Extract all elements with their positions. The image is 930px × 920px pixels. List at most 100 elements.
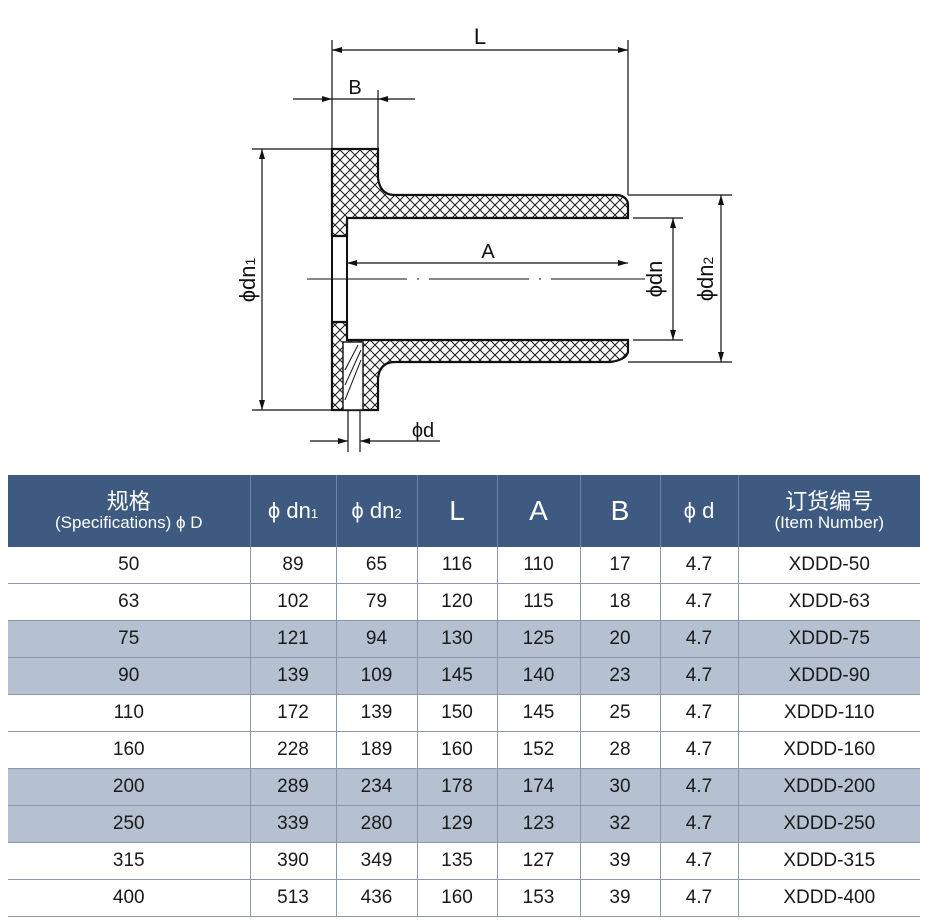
label-dn: ϕdn (642, 261, 667, 298)
cell-L: 120 (417, 583, 498, 621)
cell-dn1: 513 (250, 879, 337, 917)
label-A: A (481, 241, 495, 263)
cell-dn1: 121 (250, 620, 337, 658)
cell-A: 140 (497, 657, 581, 695)
cell-dn1: 339 (250, 805, 337, 843)
cell-L: 150 (417, 694, 498, 732)
cell-spec: 75 (8, 620, 251, 658)
cell-item: XDDD-250 (738, 805, 920, 843)
label-dn2: ϕdn2 (693, 257, 718, 302)
cell-B: 39 (580, 879, 661, 917)
cell-d: 4.7 (660, 731, 739, 769)
cell-spec: 90 (8, 657, 251, 695)
cell-spec: 63 (8, 583, 251, 621)
cell-B: 17 (580, 547, 661, 584)
cell-B: 39 (580, 842, 661, 880)
cell-dn1: 102 (250, 583, 337, 621)
cell-dn2: 280 (336, 805, 418, 843)
cell-A: 174 (497, 768, 581, 806)
cell-dn1: 289 (250, 768, 337, 806)
cell-dn1: 228 (250, 731, 337, 769)
cell-dn2: 234 (336, 768, 418, 806)
cell-item: XDDD-90 (738, 657, 920, 695)
header-dn2: ϕ dn2 (336, 475, 418, 547)
cell-item: XDDD-200 (738, 768, 920, 806)
spec-table: 规格(Specifications) ϕ D ϕ dn1 ϕ dn2 L A B… (8, 475, 920, 917)
cell-A: 145 (497, 694, 581, 732)
cell-L: 145 (417, 657, 498, 695)
cell-L: 135 (417, 842, 498, 880)
cell-item: XDDD-400 (738, 879, 920, 917)
part-section-upper (330, 147, 630, 238)
cell-L: 116 (417, 547, 498, 584)
cell-item: XDDD-160 (738, 731, 920, 769)
cell-dn1: 139 (250, 657, 337, 695)
header-A: A (497, 475, 581, 547)
label-B: B (348, 77, 361, 99)
cell-B: 25 (580, 694, 661, 732)
cell-item: XDDD-50 (738, 547, 920, 584)
cell-spec: 400 (8, 879, 251, 917)
cell-spec: 110 (8, 694, 251, 732)
label-L: L (474, 24, 486, 49)
cell-d: 4.7 (660, 547, 739, 584)
label-dn1: ϕdn1 (235, 258, 260, 303)
cell-d: 4.7 (660, 694, 739, 732)
cell-B: 20 (580, 620, 661, 658)
cell-d: 4.7 (660, 657, 739, 695)
cell-dn2: 139 (336, 694, 418, 732)
cell-A: 123 (497, 805, 581, 843)
cell-d: 4.7 (660, 842, 739, 880)
header-d: ϕ d (660, 475, 739, 547)
cell-B: 32 (580, 805, 661, 843)
cell-dn2: 349 (336, 842, 418, 880)
header-B: B (580, 475, 661, 547)
header-spec: 规格(Specifications) ϕ D (8, 475, 251, 547)
cell-L: 129 (417, 805, 498, 843)
cell-item: XDDD-315 (738, 842, 920, 880)
cell-L: 130 (417, 620, 498, 658)
cell-B: 18 (580, 583, 661, 621)
part-section-lower (330, 320, 630, 412)
cell-A: 152 (497, 731, 581, 769)
cell-dn2: 189 (336, 731, 418, 769)
cell-d: 4.7 (660, 620, 739, 658)
cell-dn2: 94 (336, 620, 418, 658)
cell-L: 178 (417, 768, 498, 806)
label-d: ϕd (412, 420, 434, 442)
cell-spec: 315 (8, 842, 251, 880)
cell-dn1: 390 (250, 842, 337, 880)
cell-dn2: 79 (336, 583, 418, 621)
cell-spec: 160 (8, 731, 251, 769)
cell-L: 160 (417, 879, 498, 917)
cell-B: 28 (580, 731, 661, 769)
cell-B: 23 (580, 657, 661, 695)
cell-item: XDDD-75 (738, 620, 920, 658)
cell-d: 4.7 (660, 768, 739, 806)
cell-dn2: 109 (336, 657, 418, 695)
cell-A: 127 (497, 842, 581, 880)
cell-A: 125 (497, 620, 581, 658)
cell-dn1: 89 (250, 547, 337, 584)
cell-dn2: 436 (336, 879, 418, 917)
cell-L: 160 (417, 731, 498, 769)
cell-A: 115 (497, 583, 581, 621)
flange-stub-drawing: L B A ϕd ϕdn1 ϕdn ϕdn2 (235, 24, 732, 452)
cell-d: 4.7 (660, 583, 739, 621)
cell-A: 153 (497, 879, 581, 917)
cell-B: 30 (580, 768, 661, 806)
header-dn1: ϕ dn1 (250, 475, 337, 547)
table-header: 规格(Specifications) ϕ D ϕ dn1 ϕ dn2 L A B… (8, 475, 920, 547)
header-item: 订货编号(Item Number) (738, 475, 920, 547)
cell-item: XDDD-110 (738, 694, 920, 732)
